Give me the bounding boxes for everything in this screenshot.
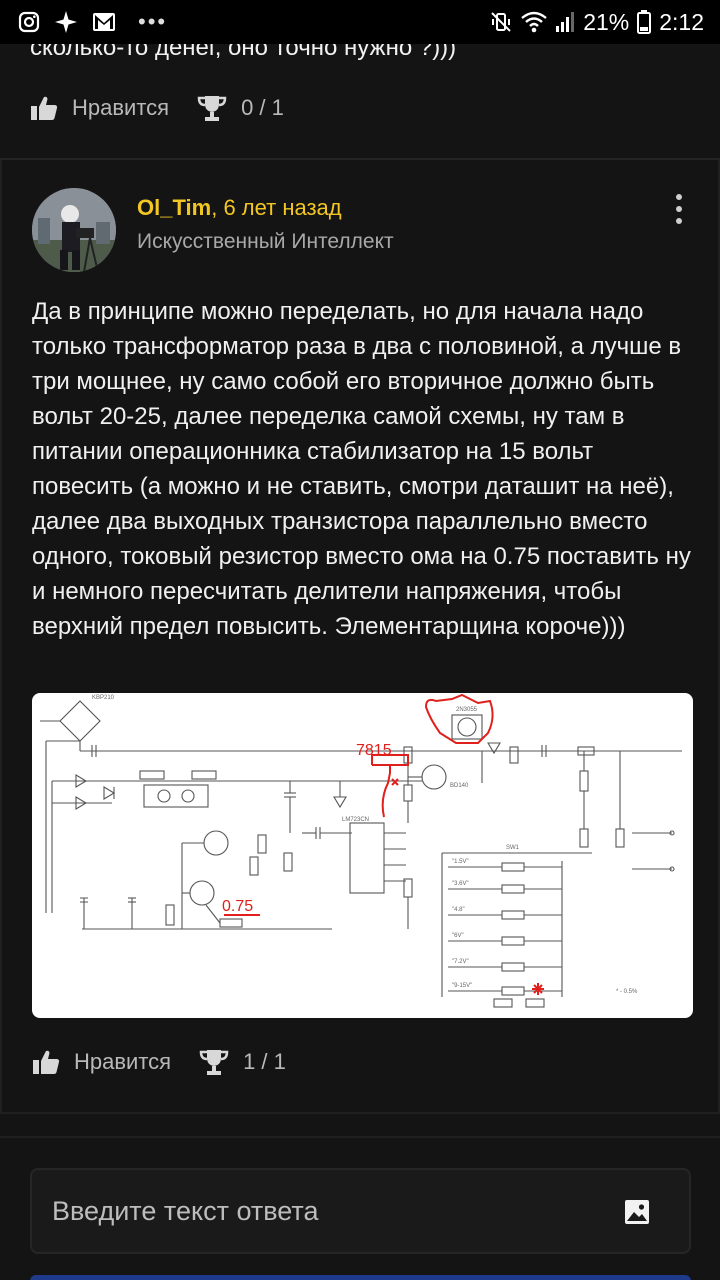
- range-label-3: "4.8": [452, 907, 465, 913]
- avatar[interactable]: [32, 188, 116, 272]
- author-line: Ol_Tim, 6 лет назад: [137, 195, 342, 221]
- like-button[interactable]: Нравится: [72, 95, 170, 120]
- submit-button-edge[interactable]: [30, 1275, 691, 1280]
- annotation-075: 0.75: [222, 898, 253, 915]
- previous-comment-reactions: Нравится 0 / 1: [30, 94, 284, 122]
- notification-overflow: •••: [138, 9, 168, 34]
- range-label-5: "7.2V": [452, 959, 469, 965]
- range-label-2: "3.6V": [452, 881, 469, 887]
- battery-icon: [637, 10, 652, 34]
- sparkle-icon: [55, 11, 77, 33]
- range-label-6: "9-15V": [452, 983, 472, 989]
- label-sw1: SW1: [506, 845, 520, 851]
- reward-count: 0 / 1: [241, 95, 284, 120]
- label-lm723: LM723CN: [342, 817, 369, 823]
- reply-input[interactable]: [52, 1188, 592, 1234]
- thumbs-up-icon[interactable]: [30, 95, 58, 121]
- wifi-icon: [521, 11, 547, 33]
- trophy-icon[interactable]: [197, 94, 227, 122]
- range-label-1: "1.5V": [452, 859, 469, 865]
- reply-area: [0, 1136, 720, 1280]
- comment-body: Да в принципе можно переделать, но для н…: [32, 298, 691, 640]
- range-label-4: "6V": [452, 933, 464, 939]
- schematic-image[interactable]: KBP210 LM723CN BD140 2N3055 SW1 * - 0.5%…: [32, 693, 693, 1018]
- instagram-icon: [18, 11, 40, 33]
- like-button[interactable]: Нравится: [74, 1049, 172, 1074]
- gmail-icon: [93, 13, 115, 31]
- reward-count: 1 / 1: [243, 1049, 286, 1074]
- comment-timestamp: 6 лет назад: [223, 195, 342, 220]
- signal-icon: [556, 12, 575, 32]
- status-bar: ••• 21% 2:12: [0, 0, 720, 44]
- thumbs-up-icon[interactable]: [32, 1049, 60, 1075]
- mute-vibrate-icon: [491, 12, 511, 32]
- clock: 2:12: [659, 8, 704, 35]
- trophy-icon[interactable]: [199, 1048, 229, 1076]
- battery-percent: 21%: [583, 8, 630, 35]
- comment-card: Ol_Tim, 6 лет назад Искусственный Интелл…: [0, 160, 720, 1114]
- attach-image-icon[interactable]: [623, 1198, 651, 1226]
- label-precision: * - 0.5%: [616, 989, 638, 995]
- author-rank: Искусственный Интеллект: [137, 230, 394, 253]
- label-q4: 2N3055: [456, 707, 478, 713]
- more-options-icon[interactable]: [666, 194, 692, 224]
- comment-divider: [0, 158, 720, 160]
- reply-box: [30, 1168, 691, 1254]
- author-separator: ,: [211, 195, 218, 220]
- comment-reactions: Нравится 1 / 1: [32, 1048, 286, 1076]
- annotation-7815: 7815: [356, 742, 392, 759]
- label-q3: BD140: [450, 783, 469, 789]
- author-name[interactable]: Ol_Tim: [137, 195, 212, 220]
- label-bridge: KBP210: [92, 695, 115, 701]
